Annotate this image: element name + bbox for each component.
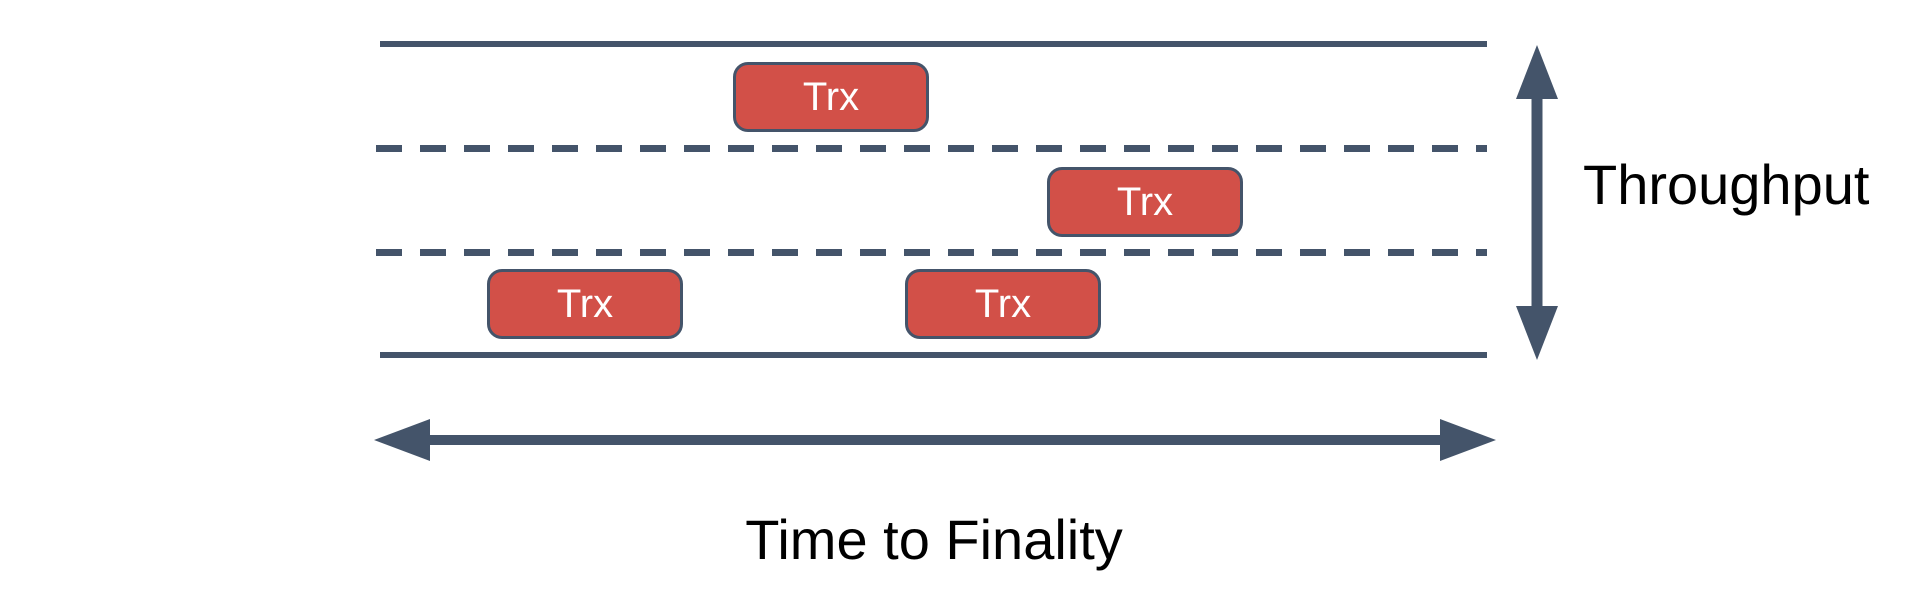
arrowhead-down-icon xyxy=(1516,306,1558,360)
road-edge-top xyxy=(380,41,1487,47)
throughput-arrow-shaft xyxy=(1531,95,1543,310)
trx-box: Trx xyxy=(1047,167,1243,237)
road-edge-bottom xyxy=(380,352,1487,358)
trx-box: Trx xyxy=(905,269,1101,339)
arrowhead-up-icon xyxy=(1516,45,1558,99)
lane-divider-2 xyxy=(376,249,1487,256)
trx-label: Trx xyxy=(802,75,860,119)
arrowhead-left-icon xyxy=(374,419,430,461)
trx-label: Trx xyxy=(556,282,614,326)
trx-box: Trx xyxy=(733,62,929,132)
trx-label: Trx xyxy=(974,282,1032,326)
trx-label: Trx xyxy=(1116,180,1174,224)
time-to-finality-label: Time to Finality xyxy=(745,508,1123,571)
trx-box: Trx xyxy=(487,269,683,339)
throughput-label: Throughput xyxy=(1583,153,1870,216)
time-axis-arrow-shaft xyxy=(426,435,1444,445)
lane-divider-1 xyxy=(376,145,1487,152)
throughput-arrow xyxy=(1516,45,1558,360)
arrowhead-right-icon xyxy=(1440,419,1496,461)
time-axis-arrow xyxy=(374,419,1496,461)
